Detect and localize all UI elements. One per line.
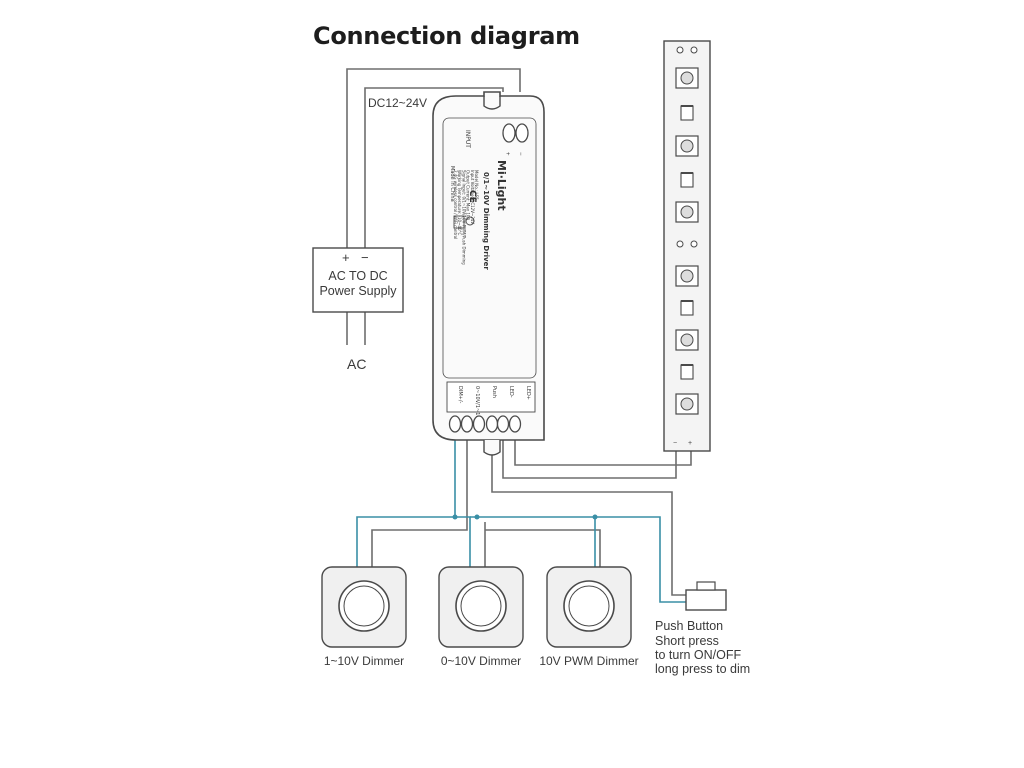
led-resistor <box>680 172 694 188</box>
output-terminal <box>472 415 486 433</box>
output-terminal <box>485 415 499 433</box>
driver-label-panel <box>442 117 537 379</box>
wire-dim-grey-1 <box>371 440 468 567</box>
strip-hole <box>676 240 684 248</box>
wire-dim-blue-3 <box>470 516 596 567</box>
supply-minus-sign: − <box>361 250 369 265</box>
wire-led-plus <box>514 440 692 466</box>
push-button-title: Push Button <box>655 619 723 633</box>
driver-spec-line: 2.4G wireless control / WiFi control <box>453 170 458 239</box>
dimmer-label: 10V PWM Dimmer <box>539 654 638 668</box>
weee-bin-icon <box>453 215 465 229</box>
output-terminal <box>460 415 474 433</box>
driver-model: 0/1~10V Dimming Driver <box>482 172 490 270</box>
terminal-label: 0~10V/1~10V <box>474 386 480 423</box>
driver-brand: Mi·Light <box>495 160 508 211</box>
driver-spec-line: Input Voltage: DC12V~24V <box>470 170 475 224</box>
wire-led-minus <box>502 440 677 479</box>
dimmer-knob-inner <box>568 585 610 627</box>
push-button-desc-2: to turn ON/OFF <box>655 648 741 662</box>
driver-body <box>432 91 545 441</box>
led-chip-lens <box>680 71 694 85</box>
power-supply-box <box>312 247 404 313</box>
terminal-label: DIM+/- <box>457 386 463 404</box>
terminal-label: Push <box>491 386 497 398</box>
power-supply: + − AC TO DC Power Supply AC DC12~24V <box>312 96 427 372</box>
led-strip-body <box>663 40 711 452</box>
push-button: Push Button Short press to turn ON/OFF l… <box>655 581 750 676</box>
terminal-label: LED- <box>508 386 514 398</box>
output-terminals <box>448 415 522 433</box>
signal-wires <box>356 440 686 603</box>
driver-top-notch <box>483 96 501 110</box>
strip-polarity-plus: + <box>688 440 692 447</box>
dimmer: 1~10V Dimmer <box>321 566 407 668</box>
driver-spec-line: Output Current: Max 10A <box>466 170 471 220</box>
strip-polarity-minus: − <box>673 440 677 447</box>
input-polarity-minus: − <box>517 152 523 156</box>
led-chip-lens <box>680 397 694 411</box>
dimmer-label: 0~10V Dimmer <box>441 654 521 668</box>
wire-supply-minus <box>364 87 504 248</box>
led-strip: − + <box>663 40 711 452</box>
output-terminal <box>508 415 522 433</box>
dimmers: 1~10V Dimmer 0~10V Dimmer 10V PWM Dimmer <box>321 566 639 668</box>
led-chip-lens <box>680 139 694 153</box>
supply-label-line1: AC TO DC <box>328 269 387 283</box>
led-resistor <box>680 105 694 121</box>
push-button-cap <box>696 581 716 591</box>
voltage-label: DC12~24V <box>368 96 427 110</box>
junction-dot-1 <box>452 514 458 520</box>
driver-made-in: Made in China <box>449 166 455 202</box>
dimmer-knob-inner <box>343 585 385 627</box>
push-button-desc-1: Short press <box>655 634 719 648</box>
output-terminal <box>496 415 510 433</box>
input-terminal-2 <box>515 123 529 143</box>
input-terminals <box>502 123 529 143</box>
output-terminal <box>448 415 462 433</box>
strip-hole <box>690 240 698 248</box>
terminal-label: LED+ <box>525 386 531 400</box>
led-chip-lens <box>680 205 694 219</box>
junction-dot-3 <box>592 514 598 520</box>
driver-spec-line: Working Temperature: -10~40°C <box>457 170 462 236</box>
wire-push-blue <box>595 516 686 603</box>
led-strip-components <box>675 46 699 415</box>
input-polarity-plus: + <box>504 152 510 156</box>
driver-spec-line: Model No.: LS5 <box>474 170 479 200</box>
push-button-desc-3: long press to dim <box>655 662 750 676</box>
terminal-label-box <box>446 381 536 413</box>
dimmer-knob-inner <box>460 585 502 627</box>
wire-dim-blue-main <box>356 440 456 567</box>
rohs-icon <box>465 216 475 226</box>
ce-mark: CE <box>467 190 477 203</box>
dimmer: 0~10V Dimmer <box>438 566 524 668</box>
strip-hole <box>676 46 684 54</box>
strip-hole <box>690 46 698 54</box>
dimming-driver: + − INPUT Mi·Light 0/1~10V Dimming Drive… <box>432 91 545 456</box>
svg-text:CE: CE <box>467 190 477 203</box>
dimmer-label: 1~10V Dimmer <box>324 654 404 668</box>
supply-label-line2: Power Supply <box>319 284 397 298</box>
junction-dot-2 <box>474 514 480 520</box>
terminal-labels: DIM+/- 0~10V/1~10V Push LED- LED+ <box>457 386 531 423</box>
supply-plus-sign: + <box>342 250 350 265</box>
diagram-title: Connection diagram <box>313 22 580 50</box>
led-resistor <box>680 364 694 380</box>
wire-push <box>491 440 686 596</box>
led-chip-lens <box>680 333 694 347</box>
wire-supply-plus <box>346 68 521 248</box>
input-terminal-1 <box>502 123 516 143</box>
dimmer: 10V PWM Dimmer <box>539 566 639 668</box>
driver-input-label: INPUT <box>464 130 471 148</box>
push-button-body <box>685 589 727 611</box>
wire-dim-grey-3 <box>485 529 601 567</box>
driver-bottom-notch <box>483 440 501 456</box>
led-resistor <box>680 300 694 316</box>
ac-label: AC <box>347 356 366 372</box>
power-wires <box>346 68 692 596</box>
led-chip-lens <box>680 269 694 283</box>
